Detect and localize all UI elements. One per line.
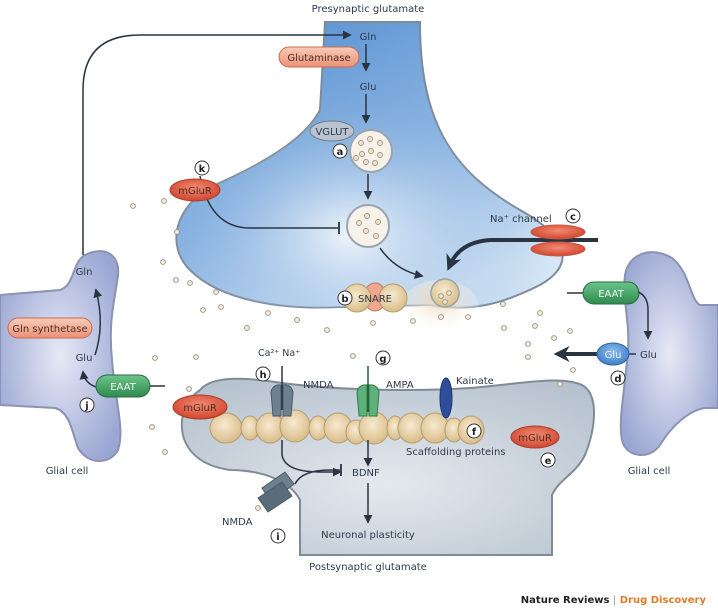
scaffolding-label: Scaffolding proteins <box>406 447 506 458</box>
postsynaptic-title: Postsynaptic glutamate <box>309 562 427 573</box>
glia-left-gln-label: Gln <box>76 267 93 278</box>
marker-e: e <box>540 452 556 468</box>
gln-synthetase-enzyme: Gln synthetase <box>7 317 93 339</box>
journal-name: Drug Discovery <box>619 595 706 606</box>
scaffolding-proteins <box>209 409 485 445</box>
presynaptic-gln-label: Gln <box>360 32 377 43</box>
svg-text:h: h <box>259 370 266 381</box>
presynaptic-title: Presynaptic glutamate <box>312 4 425 15</box>
glutaminase-label: Glutaminase <box>287 53 350 64</box>
glia-left-glu-label: Glu <box>76 353 93 364</box>
glia-right-glu-label: Glu <box>640 350 657 361</box>
mglur-postsynaptic-left: mGluR <box>172 394 228 420</box>
mglur-presynaptic-label: mGluR <box>178 186 212 197</box>
glial-cell-left <box>0 250 122 462</box>
mglur-postsynaptic-right: mGluR <box>510 425 560 449</box>
vesicle-loading <box>349 129 393 173</box>
journal-credit: Nature Reviews | Drug Discovery <box>521 595 706 606</box>
marker-a: a <box>332 143 348 159</box>
gln-synthetase-label: Gln synthetase <box>12 324 87 335</box>
marker-j: j <box>79 397 95 413</box>
kainate-label: Kainate <box>456 376 494 387</box>
eaat-to-glu-arrow-right <box>637 291 653 340</box>
svg-text:g: g <box>379 354 386 365</box>
postsynaptic-terminal <box>180 377 595 556</box>
marker-k: k <box>194 160 210 176</box>
glu-to-gln-arrow <box>93 288 103 356</box>
nmda-label: NMDA <box>303 380 334 391</box>
svg-text:j: j <box>84 401 88 412</box>
svg-text:e: e <box>545 456 552 467</box>
marker-f: f <box>466 423 482 439</box>
nmda-receptor <box>270 366 342 477</box>
mglur-right-label: mGluR <box>518 433 552 444</box>
marker-g: g <box>375 350 391 366</box>
eaat-transporter-right: EAAT <box>567 281 640 305</box>
glutaminase-enzyme: Glutaminase <box>278 46 360 68</box>
marker-h: h <box>255 366 271 382</box>
glial-cell-right-label: Glial cell <box>628 466 671 477</box>
ampa-label: AMPA <box>386 380 414 391</box>
bdnf-label: BDNF <box>352 468 380 479</box>
presynaptic-glu-label: Glu <box>360 82 377 93</box>
glu-transporter-right: Glu <box>596 342 636 366</box>
vesicle-docked <box>346 204 390 248</box>
nmda-extra-label: NMDA <box>222 517 253 528</box>
eaat-right-label: EAAT <box>598 289 625 300</box>
publisher-name: Nature Reviews <box>520 595 610 606</box>
svg-text:d: d <box>614 374 621 385</box>
na-channel-arrow <box>446 238 598 271</box>
credit-separator: | <box>612 595 617 606</box>
ions-label: Ca²⁺ Na⁺ <box>258 348 300 359</box>
mglur-presynaptic: mGluR <box>169 178 221 202</box>
glu-transporter-label: Glu <box>605 350 622 361</box>
glial-cell-left-label: Glial cell <box>46 466 89 477</box>
plasticity-label: Neuronal plasticity <box>321 530 415 541</box>
marker-d: d <box>610 370 626 386</box>
snare-label: SNARE <box>358 294 392 305</box>
eaat-transporter-left: EAAT <box>95 374 165 398</box>
fusing-vesicle <box>430 278 460 308</box>
svg-text:i: i <box>276 532 279 543</box>
svg-text:f: f <box>472 427 477 438</box>
mglur-left-label: mGluR <box>183 403 217 414</box>
na-channel: Na⁺ channel <box>490 214 586 257</box>
vglut-label: VGLUT <box>315 127 349 138</box>
marker-b: b <box>337 290 353 306</box>
vesicle-fusion-arrow <box>379 247 424 279</box>
na-channel-label: Na⁺ channel <box>490 214 552 225</box>
snare-complex: SNARE <box>342 282 408 313</box>
vglut-transporter: VGLUT <box>309 120 355 142</box>
kainate-receptor <box>439 377 453 419</box>
nmda-extrasynaptic <box>255 464 342 513</box>
marker-c: c <box>565 208 581 224</box>
svg-text:k: k <box>199 164 206 175</box>
svg-text:b: b <box>341 294 348 305</box>
svg-text:c: c <box>570 212 576 223</box>
release-glow <box>400 280 480 340</box>
gln-return-arrow <box>82 30 352 255</box>
eaat-left-label: EAAT <box>110 382 137 393</box>
marker-i: i <box>270 528 286 544</box>
ampa-receptor <box>356 366 380 467</box>
svg-text:a: a <box>337 147 344 158</box>
